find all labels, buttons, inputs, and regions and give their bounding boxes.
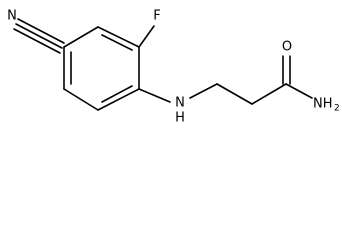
triple-bond-line-1 xyxy=(15,23,63,49)
amide-nitrogen-label: NH xyxy=(313,97,333,112)
ring-bond-5 xyxy=(63,88,99,111)
ring-to-nh-bond xyxy=(138,88,171,103)
fluorine-bond xyxy=(138,25,155,48)
ring-bond-1 xyxy=(63,26,99,48)
carbonyl-to-nh2-bond xyxy=(285,83,313,99)
amine-hydrogen-label: H xyxy=(175,111,185,126)
fluorine-label: F xyxy=(153,9,160,24)
triple-bond-line-3 xyxy=(13,28,61,54)
amine-linker: N H xyxy=(138,83,287,126)
benzene-ring xyxy=(63,26,140,111)
ring-bond-2 xyxy=(97,26,140,48)
carbonyl-oxygen-label: O xyxy=(282,40,292,55)
ring-bond-4 xyxy=(97,88,140,111)
ch2-to-carbonyl-bond xyxy=(251,83,287,105)
nh-to-ch2-bond xyxy=(189,83,218,99)
fluorine-substituent: F xyxy=(138,9,161,48)
nitrile-group: N xyxy=(7,9,65,54)
ring-double-bond-1 xyxy=(101,34,133,51)
amide-group: O NH 2 xyxy=(282,40,340,114)
amide-hydrogen-subscript: 2 xyxy=(334,104,340,114)
molecule-canvas: N F N H xyxy=(7,8,340,126)
triple-bond-line-2 xyxy=(17,18,65,44)
ring-double-bond-2 xyxy=(101,85,133,103)
structure-drawing: N F N H xyxy=(7,9,340,126)
nitrile-nitrogen-label: N xyxy=(7,9,17,24)
amine-nitrogen-label: N xyxy=(175,96,185,111)
ch2-ch2-bond xyxy=(216,83,253,105)
